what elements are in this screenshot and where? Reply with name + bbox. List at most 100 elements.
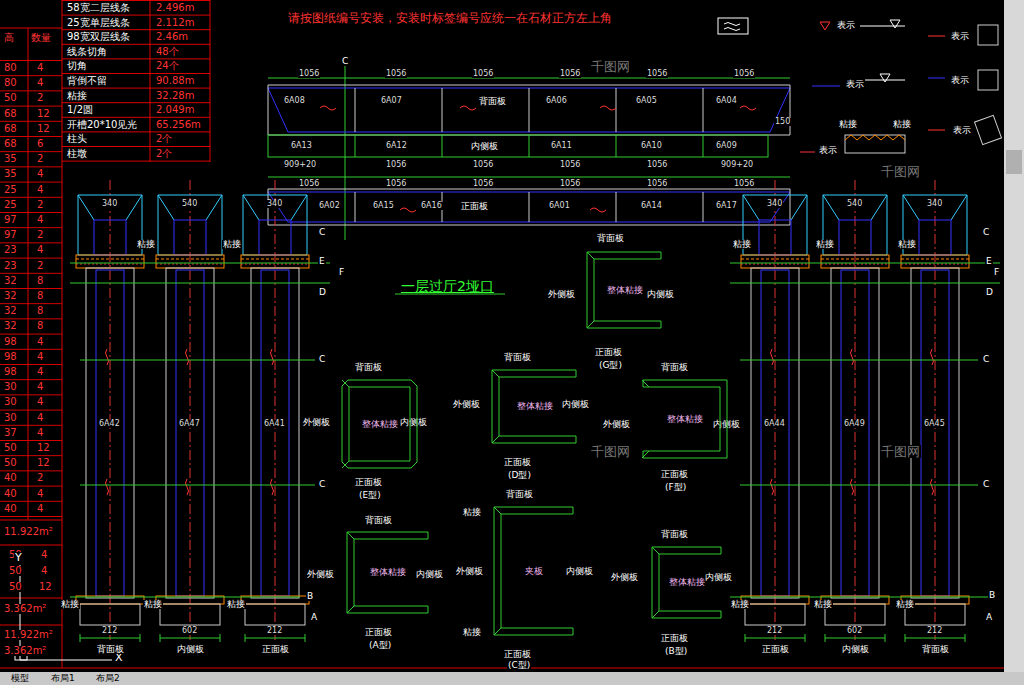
section-hatch — [347, 532, 354, 613]
drawing-label: 千图网 — [880, 445, 921, 458]
drawing-label: 4 — [36, 397, 44, 407]
drawing-label: 6A10 — [640, 142, 663, 150]
drawing-label: 3.362m² — [3, 646, 47, 656]
drawing-label: 68 — [3, 109, 18, 119]
drawing-label: 32 — [3, 291, 18, 301]
drawing-label: 粘接 — [838, 120, 858, 129]
drawing-label: 4 — [36, 489, 44, 499]
drawing-label: 2 — [36, 154, 44, 164]
drawing-label: 12 — [36, 124, 51, 134]
drawing-label: 1/2圆 — [66, 105, 94, 115]
drawing-label: 68 — [3, 139, 18, 149]
drawing-label: 开槽20*10见光 — [66, 120, 138, 130]
drawing-label: B — [988, 591, 996, 600]
drawing-title: 一层过厅2垭口 — [400, 279, 495, 293]
drawing-label: (D型) — [507, 471, 532, 480]
drawing-label: 正面板 — [364, 628, 393, 637]
drawing-label: 粘接 — [136, 240, 156, 249]
drawing-label: C — [982, 480, 990, 489]
drawing-label: 150 — [774, 118, 791, 126]
drawing-label: Y — [14, 552, 23, 563]
drawing-label: C — [982, 355, 990, 364]
drawing-label: 1056 — [472, 161, 494, 169]
drawing-label: 粘接 — [815, 240, 835, 249]
drawing-label: 4 — [36, 428, 44, 438]
drawing-label: 6A12 — [385, 142, 408, 150]
drawing-label: 千图网 — [590, 60, 631, 73]
section-outline: 整体粘接 — [490, 368, 579, 445]
drawing-label: 58宽二层线条 — [66, 3, 131, 13]
section-outline: 整体粘接 — [340, 378, 419, 470]
drawing-label: 40 — [3, 473, 18, 483]
drawing-label: 背面板 — [478, 97, 507, 106]
drawing-label: 粘接 — [462, 628, 482, 637]
drawing-label: 2.049m — [155, 105, 195, 115]
drawing-label: 98宽双层线条 — [66, 32, 131, 42]
drawing-label: 80 — [3, 63, 18, 73]
drawing-label: 25 — [3, 200, 18, 210]
drawing-label: 千图网 — [880, 165, 921, 178]
drawing-label: A — [985, 613, 993, 622]
drawing-label: 1056 — [733, 180, 755, 188]
drawing-label: 6A01 — [548, 202, 571, 210]
drawing-label: 正面板 — [761, 645, 790, 654]
drawing-label: 2 — [36, 200, 44, 210]
drawing-label: 粘接 — [66, 91, 88, 101]
section-text: 整体粘接 — [362, 418, 398, 431]
drawing-label: 35 — [3, 169, 18, 179]
section-hatch — [494, 507, 501, 635]
section-text: 整体粘接 — [667, 413, 703, 426]
drawing-label: 4 — [36, 63, 44, 73]
section-hatch — [642, 380, 649, 458]
drawing-label: 37 — [3, 428, 18, 438]
drawing-label: 内侧板 — [704, 573, 733, 582]
section-text: 整体粘接 — [370, 566, 406, 579]
drawing-label: 6A14 — [640, 202, 663, 210]
legend-text: 表示 — [836, 21, 856, 30]
section-hatch — [652, 547, 659, 618]
drawing-label: 6A45 — [923, 420, 946, 428]
drawing-label: 909+20 — [720, 161, 754, 169]
drawing-label: 粘接 — [732, 240, 752, 249]
section-path — [652, 547, 721, 618]
drawing-label: 2 — [36, 93, 44, 103]
drawing-label: 6A41 — [263, 420, 286, 428]
drawing-label: 4 — [36, 367, 44, 377]
drawing-label: C — [318, 355, 326, 364]
drawing-label: 8 — [36, 291, 44, 301]
drawing-label: 11.922m² — [3, 630, 54, 640]
drawing-label: 6 — [36, 139, 44, 149]
drawing-label: 2 — [36, 230, 44, 240]
drawing-label: C — [318, 228, 326, 237]
drawing-label: 4 — [36, 352, 44, 362]
drawing-label: 48个 — [155, 47, 180, 57]
section-path — [492, 370, 576, 443]
drawing-label: 内侧板 — [646, 290, 675, 299]
drawing-label: 212 — [766, 627, 783, 635]
drawing-label: 4 — [36, 337, 44, 347]
drawing-label: D — [985, 288, 994, 297]
drawing-label: 请按图纸编号安装，安装时标签编号应统一在石材正方左上角 — [287, 12, 613, 24]
drawing-label: 外侧板 — [602, 420, 631, 429]
legend-text: 表示 — [845, 80, 865, 89]
drawing-label: 40 — [3, 489, 18, 499]
drawing-label: 粘接 — [897, 240, 917, 249]
drawing-label: 正面板 — [261, 645, 290, 654]
drawing-label: 内侧板 — [176, 645, 205, 654]
section-text: 整体粘接 — [669, 576, 705, 589]
drawing-label: 4 — [36, 504, 44, 514]
drawing-label: C — [982, 228, 990, 237]
drawing-label: 背面板 — [505, 490, 534, 499]
drawing-label: 1056 — [559, 180, 581, 188]
drawing-label: 97 — [3, 215, 18, 225]
drawing-label: 内侧板 — [415, 570, 444, 579]
drawing-label: (B型) — [664, 647, 688, 656]
drawing-label: 线条切角 — [66, 47, 108, 57]
drawing-label: 8 — [36, 306, 44, 316]
drawing-label: 粘接 — [60, 600, 80, 609]
drawing-label: 外侧板 — [547, 290, 576, 299]
drawing-label: (A型) — [368, 641, 392, 650]
drawing-label: 8 — [36, 321, 44, 331]
drawing-label: 32.28m — [155, 91, 195, 101]
